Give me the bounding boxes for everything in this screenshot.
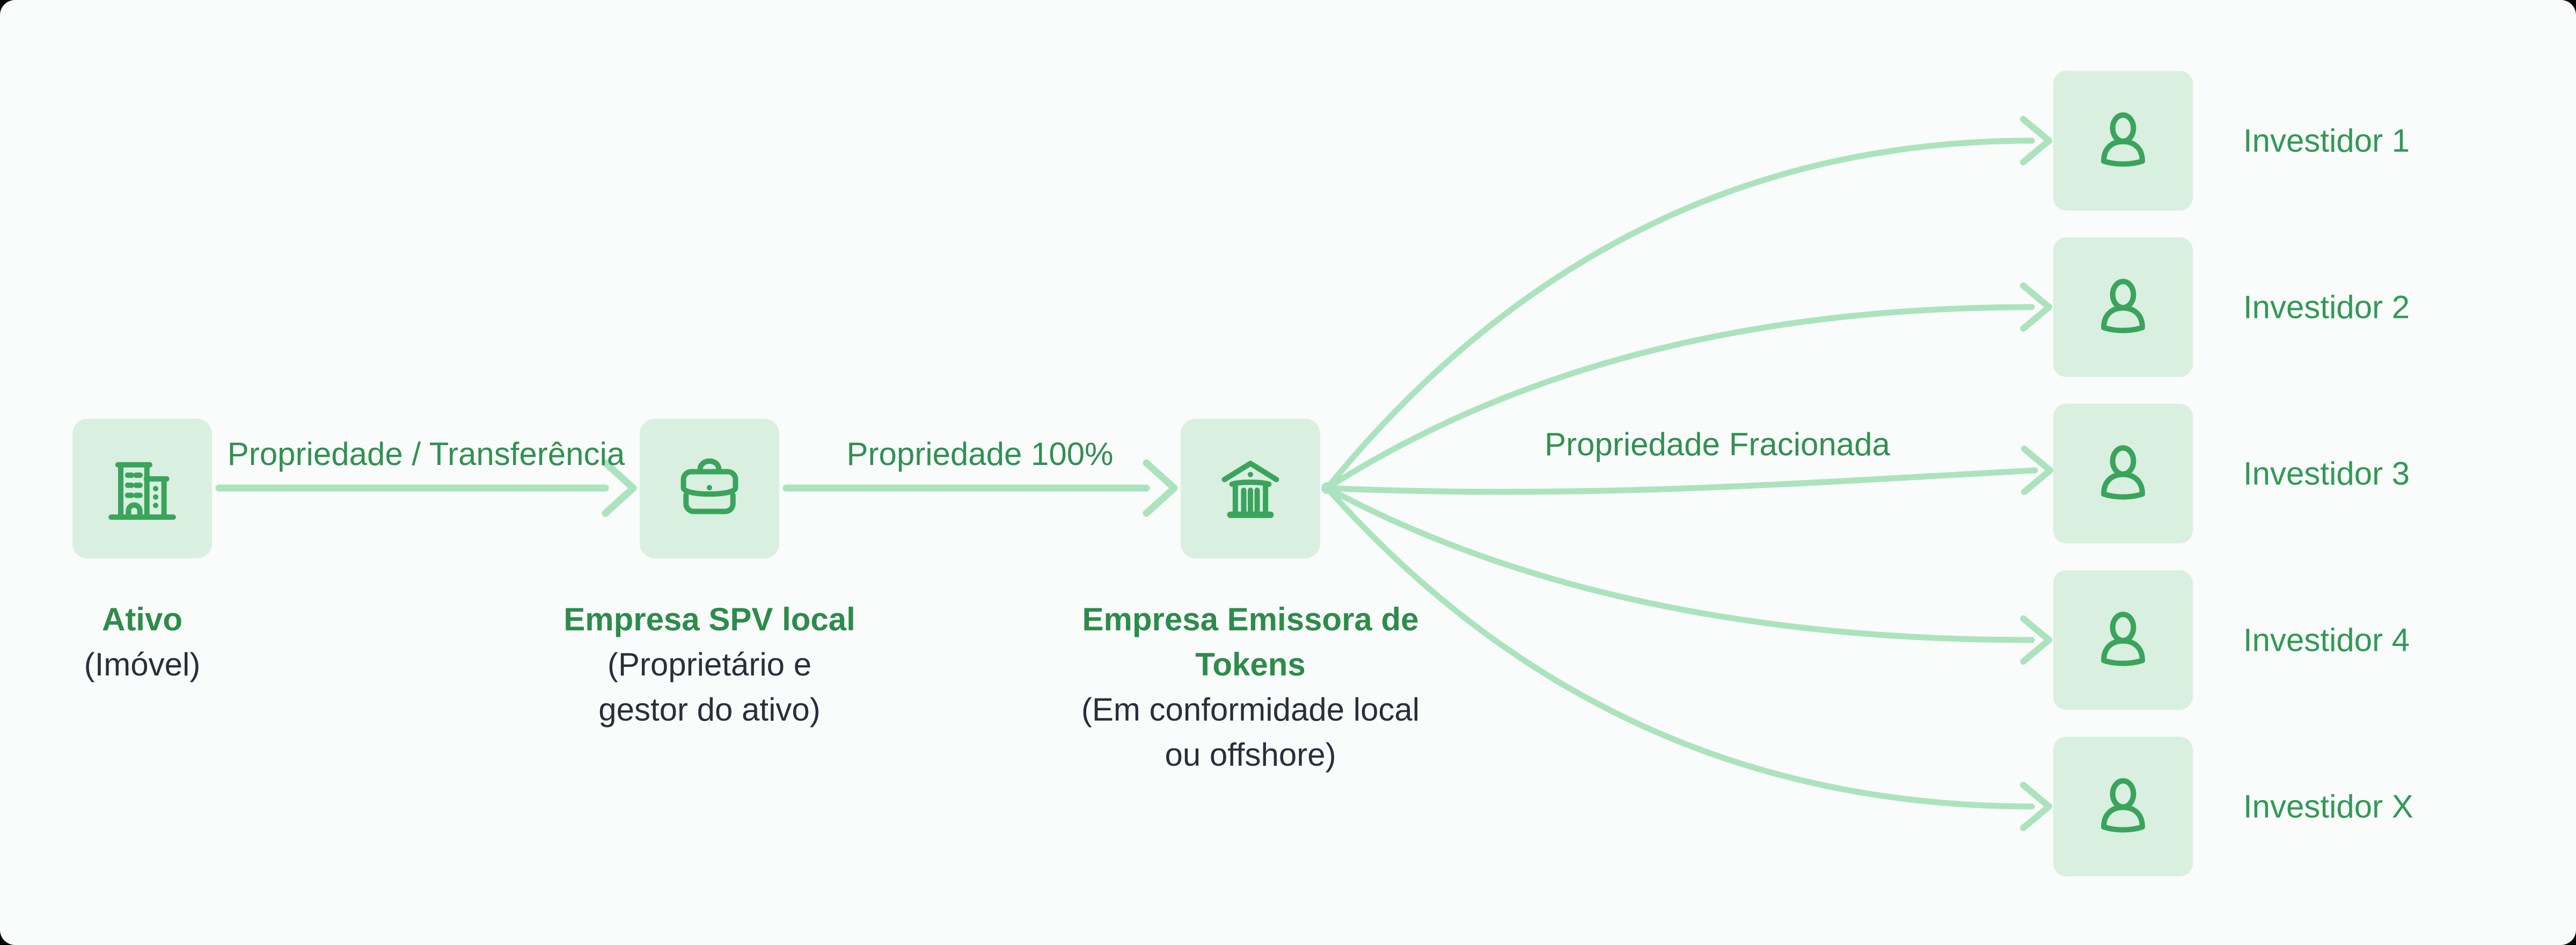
fan-head-1 — [2020, 116, 2052, 165]
investor-1-label: Investidor 1 — [2243, 122, 2410, 159]
arrow-2-label: Propriedade 100% — [846, 436, 1114, 472]
fan-head-4 — [2020, 615, 2052, 665]
person-icon — [2083, 433, 2163, 514]
node-ativo-title: Ativo — [102, 601, 182, 637]
fan-curve-1 — [1324, 137, 2035, 491]
node-spv-subtitle-line1: (Proprietário e — [607, 646, 812, 682]
node-spv-title: Empresa SPV local — [564, 601, 855, 637]
person-icon — [2083, 267, 2163, 347]
briefcase-icon — [669, 448, 750, 529]
person-icon — [2083, 100, 2163, 181]
fan-head-2 — [2020, 282, 2052, 332]
investor-x-label: Investidor X — [2243, 788, 2413, 825]
fan-curve-3 — [1324, 467, 2038, 495]
flow-arrow-2 — [782, 459, 1178, 517]
node-spv-subtitle-line2: gestor do ativo) — [598, 692, 821, 728]
investor-4-box — [2053, 570, 2193, 710]
person-icon — [2083, 600, 2163, 680]
node-ativo-subtitle: (Imóvel) — [84, 646, 201, 682]
node-spv — [640, 419, 779, 558]
node-spv-label: Empresa SPV local (Proprietário e gestor… — [564, 597, 855, 732]
fan-head-3 — [2021, 446, 2053, 495]
building-icon — [102, 448, 182, 529]
arrow-3-label: Propriedade Fracionada — [1545, 426, 1890, 462]
node-emissora-subtitle-line2: ou offshore) — [1165, 737, 1336, 773]
investor-1-box — [2053, 71, 2193, 210]
node-emissora-label: Empresa Emissora de Tokens (Em conformid… — [1081, 597, 1419, 777]
investor-4-label: Investidor 4 — [2243, 622, 2410, 658]
investor-2-label: Investidor 2 — [2243, 289, 2410, 325]
investor-3-label: Investidor 3 — [2243, 455, 2410, 492]
investor-3-box — [2053, 404, 2193, 543]
node-emissora-subtitle-line1: (Em conformidade local — [1081, 692, 1420, 728]
investor-x-box — [2053, 737, 2193, 876]
node-emissora-title-line2: Tokens — [1195, 646, 1306, 682]
person-icon — [2083, 766, 2163, 847]
fan-curve-5 — [1324, 485, 2035, 810]
node-emissora-title-line1: Empresa Emissora de — [1082, 601, 1419, 637]
flow-arrow-1 — [215, 459, 637, 517]
fan-head-5 — [2020, 782, 2052, 831]
fan-curve-4 — [1324, 485, 2035, 643]
node-ativo — [72, 419, 212, 558]
node-ativo-label: Ativo (Imóvel) — [84, 597, 201, 687]
investor-2-box — [2053, 237, 2193, 377]
bank-icon — [1210, 448, 1291, 529]
arrow-1-label: Propriedade / Transferência — [227, 436, 625, 472]
fan-arrows — [1321, 116, 2053, 831]
node-emissora — [1181, 419, 1320, 558]
fan-curve-2 — [1324, 304, 2035, 491]
